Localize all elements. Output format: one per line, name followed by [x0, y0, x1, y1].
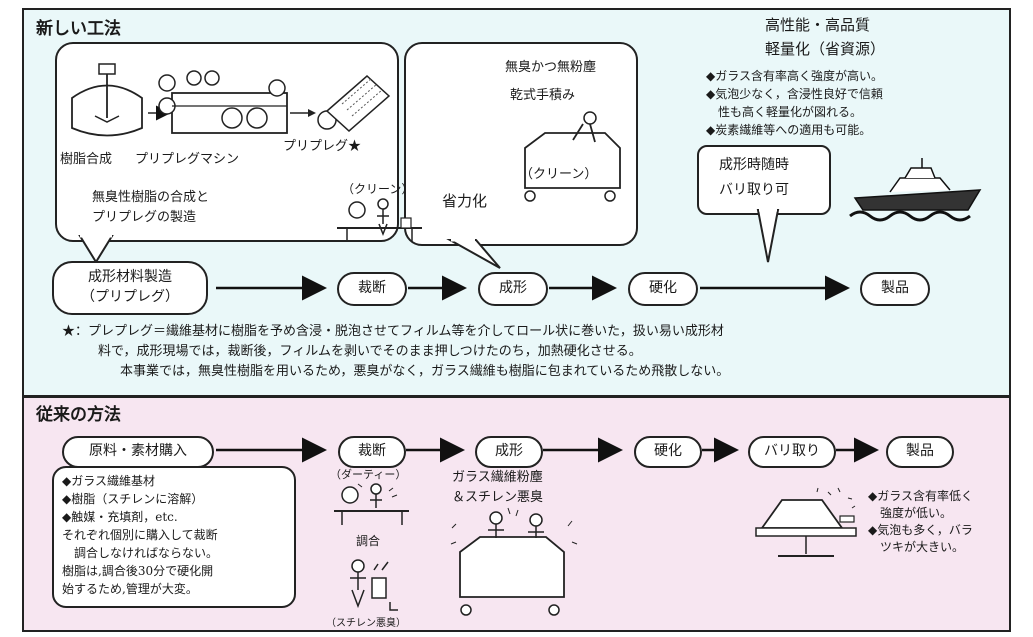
old-method-title: 従来の方法 [36, 405, 121, 425]
dirty-cutting-illustration [334, 483, 409, 525]
old-step-purchase: 原料・素材購入 [62, 436, 214, 468]
step-product: 製品 [860, 272, 930, 306]
machine-label-machine: プリプレグマシン [135, 152, 240, 167]
materials-note-5: 調合しなければならない。 [74, 546, 219, 560]
old-forming-note-2: ＆スチレン悪臭 [452, 490, 544, 505]
materials-note-6: 樹脂は,調合後30分で硬化開 [62, 564, 214, 578]
deburr-note-line2: バリ取り可 [719, 182, 789, 198]
resin-note-line1: 無臭性樹脂の合成と [92, 190, 210, 205]
old-result-2: 強度が低い。 [868, 506, 953, 520]
materials-note-2: ◆樹脂（スチレンに溶解） [62, 492, 204, 506]
step-cutting: 裁断 [337, 272, 407, 306]
quality-title-line1: 高性能・高品質 [765, 16, 871, 34]
old-forming-illustration [450, 507, 578, 616]
old-step-forming: 成形 [475, 436, 543, 468]
old-result-1: ◆ガラス含有率低く [868, 489, 973, 503]
forming-note-line2: 乾式手積み [510, 88, 576, 103]
old-forming-note-1: ガラス繊維粉塵 [452, 470, 543, 485]
styrene-label: （スチレン悪臭） [326, 618, 406, 629]
forming-note-line1: 無臭かつ無粉塵 [505, 60, 597, 75]
deburr-note-line1: 成形時随時 [719, 157, 789, 173]
footnote-line1: ★：プレプレグ＝繊維基材に樹脂を予め含浸・脱泡させてフィルム等を介してロール状に… [62, 324, 724, 339]
old-result-4: ツキが大きい。 [868, 540, 965, 554]
new-method-title: 新しい工法 [36, 19, 121, 39]
materials-note-7: 始するため,管理が大変。 [62, 582, 198, 596]
materials-note-box [52, 466, 296, 608]
deburr-illustration [755, 487, 857, 557]
step-material-production: 成形材料製造 （プリプレグ） [52, 261, 208, 315]
step-forming: 成形 [478, 272, 548, 306]
boat-illustration [849, 158, 982, 222]
resin-note-line2: プリプレグの製造 [92, 210, 197, 225]
quality-bullet-4: ◆炭素繊維等への適用も可能。 [706, 123, 872, 137]
footnote-line3: 本事業では，無臭性樹脂を用いるため，悪臭がなく，ガラス繊維も樹脂に包まれているた… [120, 364, 730, 379]
clean-forming-illustration [524, 111, 621, 202]
old-step-cutting: 裁断 [338, 436, 406, 468]
step-curing: 硬化 [628, 272, 698, 306]
mixing-label: 調合 [356, 534, 381, 548]
footnote-line2: 料で，成形現場では，裁断後，フィルムを剥いでそのまま押しつけたのち，加熱硬化させ… [98, 344, 642, 359]
materials-note-4: それぞれ個別に購入して裁断 [62, 528, 218, 542]
old-step-curing: 硬化 [634, 436, 702, 468]
quality-bullet-1: ◆ガラス含有率高く強度が高い。 [706, 69, 883, 83]
labor-saving-label: 省力化 [442, 192, 488, 210]
quality-bullet-2: ◆気泡少なく，含浸性良好で信頼 [706, 87, 883, 101]
clean-label-cutting: （クリーン） [342, 182, 414, 196]
clean-label-forming: （クリーン） [520, 167, 598, 182]
machine-label-prepreg: プリプレグ★ [283, 139, 362, 154]
materials-note-1: ◆ガラス繊維基材 [62, 474, 155, 488]
clean-cutting-illustration [337, 198, 422, 242]
old-step-deburr: バリ取り [748, 436, 836, 468]
mixing-illustration [350, 559, 398, 611]
quality-bullet-3: 性も高く軽量化が図れる。 [706, 105, 863, 119]
quality-title-line2: 軽量化（省資源） [765, 40, 886, 58]
old-step-product: 製品 [886, 436, 954, 468]
prepreg-manufacture-bubble [55, 42, 399, 242]
materials-note-3: ◆触媒・充填剤，etc. [62, 510, 178, 524]
machine-label-resin: 樹脂合成 [60, 152, 113, 167]
old-result-3: ◆気泡も多く，バラ [868, 523, 973, 537]
deburr-bubble [697, 145, 831, 215]
dirty-label: （ダーティー） [330, 468, 407, 481]
prepreg-machine-illustration [71, 63, 391, 137]
